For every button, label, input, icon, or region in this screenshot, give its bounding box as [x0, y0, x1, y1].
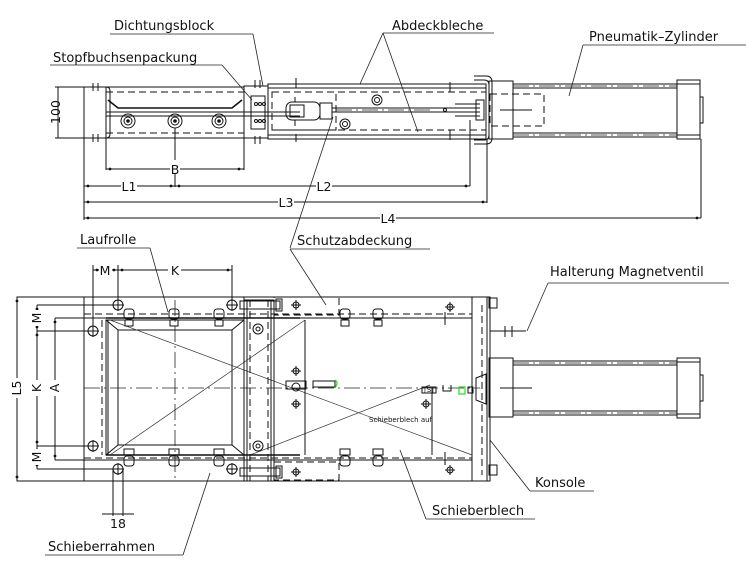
- dim-K-side: K: [29, 383, 44, 392]
- dim-L3: L3: [279, 195, 294, 210]
- dim-A: A: [47, 383, 62, 392]
- label-pneumatik-zylinder: Pneumatik–Zylinder: [589, 30, 719, 45]
- plan-view: [S] L5: [9, 262, 704, 531]
- dim-L1: L1: [122, 179, 137, 194]
- cover-housing: [267, 83, 487, 140]
- dim-L5: L5: [9, 381, 24, 396]
- dim-100: 100: [48, 100, 63, 124]
- label-laufrolle: Laufrolle: [80, 233, 136, 248]
- dim-B: B: [171, 162, 180, 177]
- rollers-plan: [123, 308, 384, 467]
- callouts: Dichtungsblock Stopfbuchsenpackung Abdec…: [45, 19, 746, 556]
- label-halterung-magnetventil: Halterung Magnetventil: [550, 265, 704, 280]
- label-schutzabdeckung: Schutzabdeckung: [297, 234, 412, 249]
- cylinder-head-rear: [676, 79, 701, 140]
- dim-L2: L2: [317, 179, 332, 194]
- blade-cross-2: [109, 319, 306, 456]
- label-stopfbuchsenpackung: Stopfbuchsenpackung: [53, 51, 197, 66]
- protective-cover-top: [273, 296, 340, 316]
- dim-M-side-top: M: [29, 313, 44, 324]
- roller-3: [211, 113, 227, 129]
- label-schieberblech: Schieberblech: [432, 504, 524, 519]
- blade-cross-1: [109, 319, 473, 456]
- label-schieberrahmen: Schieberrahmen: [48, 540, 155, 555]
- label-schieberblech-auf: Schieberblech auf: [369, 416, 433, 424]
- label-box: [S]: [424, 386, 434, 394]
- roller-1: [120, 113, 136, 129]
- top-view: 100 B L1 L2 L3 L4: [48, 75, 704, 226]
- label-dichtungsblock: Dichtungsblock: [114, 19, 215, 34]
- dim-L4: L4: [381, 211, 396, 226]
- label-konsole: Konsole: [535, 476, 585, 491]
- protective-cover-bottom: [273, 461, 340, 481]
- dim-M-side-bottom: M: [29, 452, 44, 463]
- dim-M-top: M: [100, 263, 111, 278]
- cylinder-head-rear-plan: [676, 357, 701, 419]
- dim-18: 18: [110, 516, 126, 531]
- dim-K-top: K: [171, 263, 180, 278]
- label-abdeckbleche: Abdeckbleche: [392, 19, 483, 34]
